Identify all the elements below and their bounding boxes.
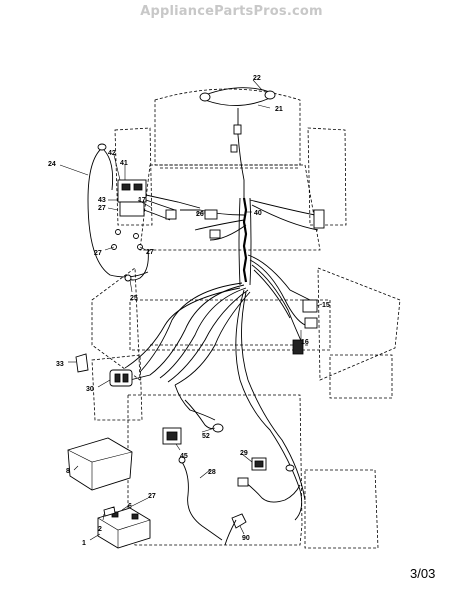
ignition-switch xyxy=(117,179,201,221)
callout-41: 41 xyxy=(120,160,128,167)
callout-24: 24 xyxy=(48,161,56,168)
switch-26 xyxy=(165,209,221,239)
callout-29: 29 xyxy=(240,450,248,457)
callout-28: 28 xyxy=(208,469,216,476)
callout-25: 25 xyxy=(130,295,138,302)
callouts: 22 21 24 42 41 43 27 17 26 40 27 27 25 1… xyxy=(48,75,330,547)
callout-21: 21 xyxy=(275,106,283,113)
callout-45: 45 xyxy=(180,453,188,460)
wire-25 xyxy=(111,229,149,282)
battery xyxy=(97,506,151,549)
main-harness-coil xyxy=(238,197,252,286)
connector-52 xyxy=(184,399,224,433)
callout-15: 15 xyxy=(322,302,330,309)
callout-27-c: 27 xyxy=(146,249,154,256)
callout-leaders xyxy=(59,79,323,541)
callout-2: 2 xyxy=(98,526,102,533)
cable-28 xyxy=(178,456,223,541)
cable-90 xyxy=(224,513,247,546)
callout-16: 16 xyxy=(301,339,309,346)
callout-30: 30 xyxy=(86,386,94,393)
battery-tray xyxy=(67,437,133,491)
callout-26: 26 xyxy=(196,211,204,218)
connector-30 xyxy=(109,369,133,387)
callout-27-d: 27 xyxy=(148,493,156,500)
relay-45 xyxy=(162,427,182,445)
headlight-harness xyxy=(199,87,276,200)
callout-27-b: 27 xyxy=(94,250,102,257)
callout-17: 17 xyxy=(138,197,146,204)
part-29 xyxy=(237,457,301,503)
part-33 xyxy=(75,353,89,373)
callout-42: 42 xyxy=(108,150,116,157)
wire-bundle xyxy=(124,199,319,521)
callout-8: 8 xyxy=(66,468,70,475)
callout-22: 22 xyxy=(253,75,261,82)
switches-15-16 xyxy=(292,209,325,355)
callout-90: 90 xyxy=(242,535,250,542)
date-code: 3/03 xyxy=(410,566,436,581)
callout-40: 40 xyxy=(254,210,262,217)
callout-52: 52 xyxy=(202,433,210,440)
callout-33: 33 xyxy=(56,361,64,368)
callout-27-a: 27 xyxy=(98,205,106,212)
callout-43: 43 xyxy=(98,197,106,204)
watermark: AppliancePartsPros.com xyxy=(140,4,323,19)
callout-1: 1 xyxy=(82,540,86,547)
callout-6: 6 xyxy=(128,503,132,510)
